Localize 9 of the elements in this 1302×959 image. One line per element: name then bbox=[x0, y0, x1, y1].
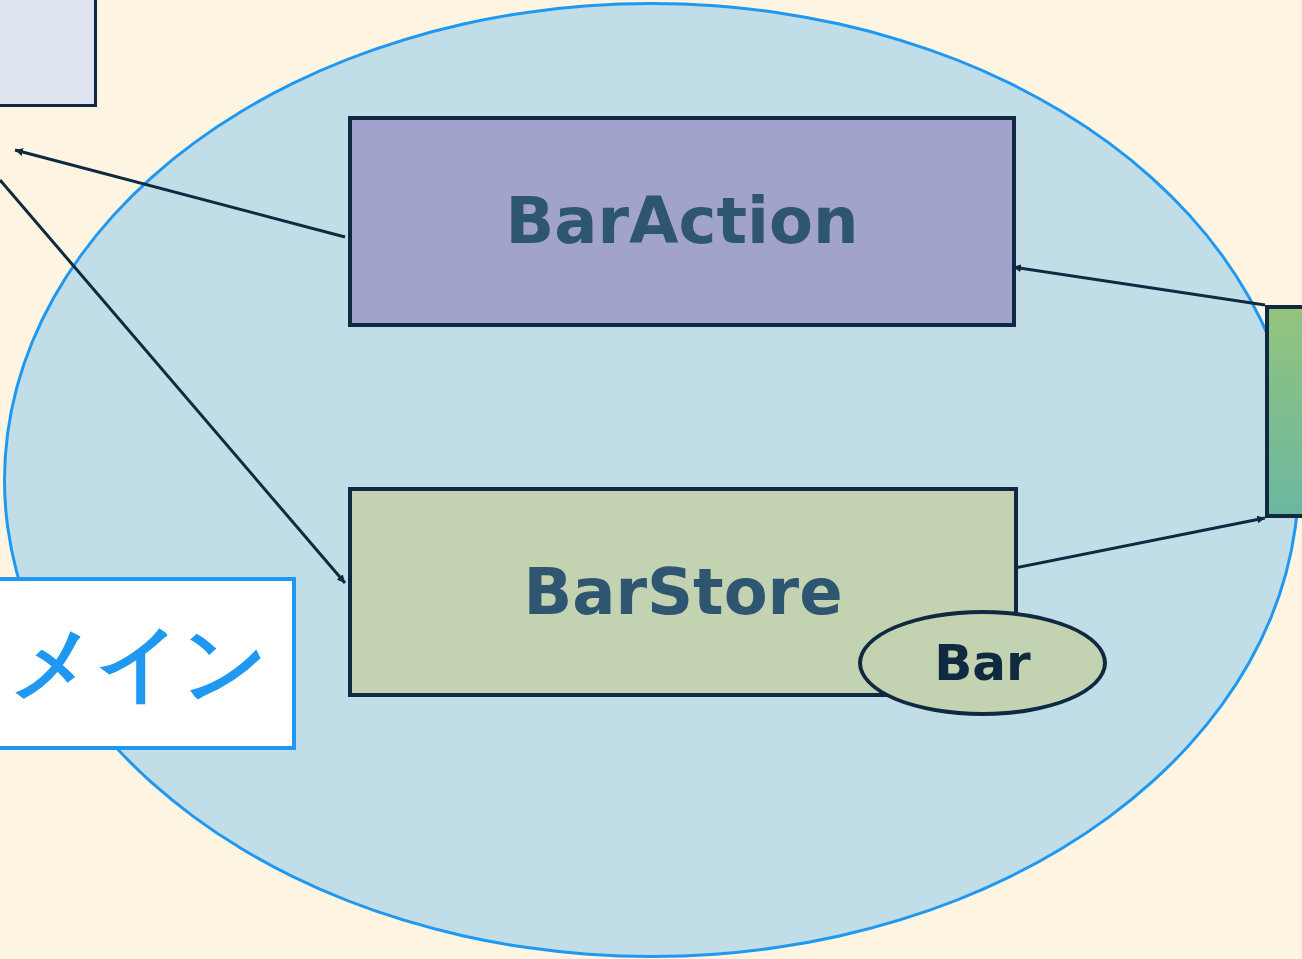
side-box bbox=[0, 0, 97, 107]
node-label: メイン bbox=[10, 617, 268, 710]
node-label: Bar bbox=[934, 635, 1031, 691]
arrow bbox=[0, 179, 347, 584]
action-box bbox=[348, 116, 1016, 327]
domain-label-box bbox=[0, 577, 296, 750]
node-label: BarAction bbox=[505, 186, 859, 257]
arrow bbox=[14, 148, 346, 239]
node-label: BarStore bbox=[523, 556, 843, 628]
